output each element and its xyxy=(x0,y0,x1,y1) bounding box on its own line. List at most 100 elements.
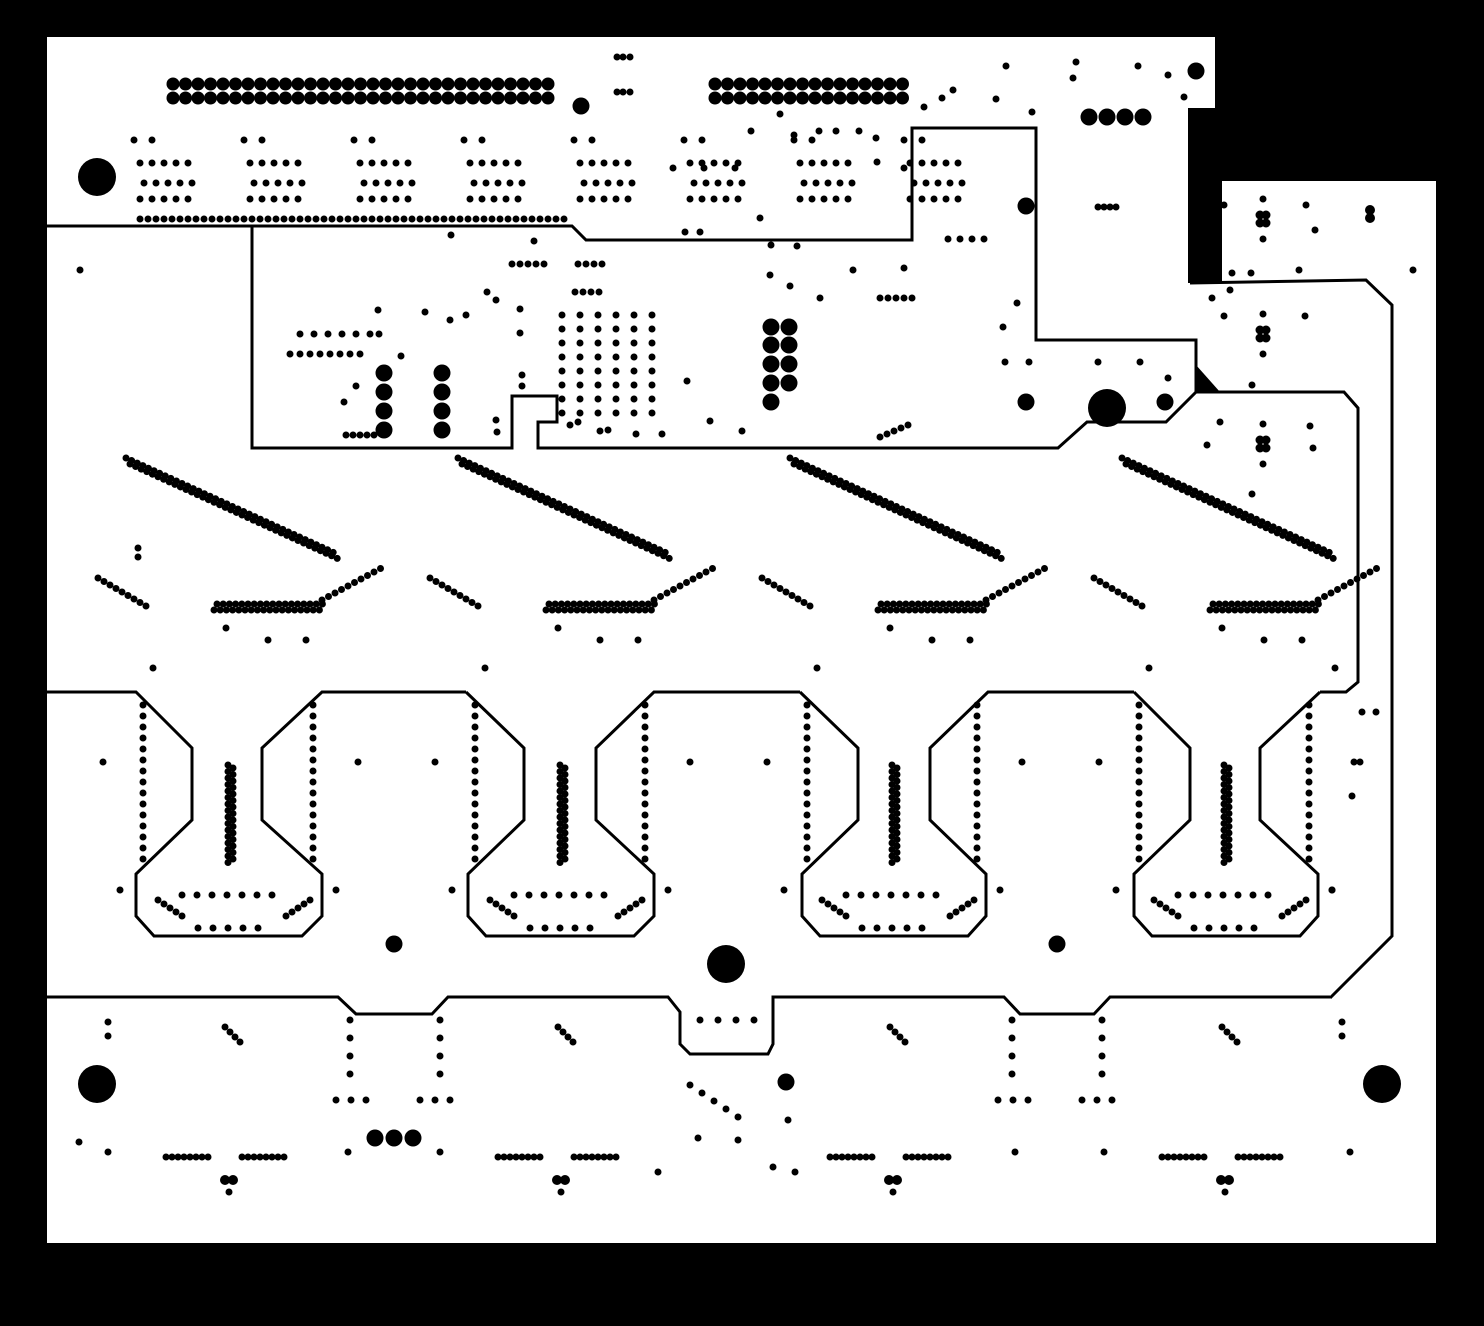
via xyxy=(1305,756,1313,764)
via xyxy=(919,519,927,527)
via xyxy=(596,427,604,435)
via xyxy=(992,95,1000,103)
via xyxy=(641,745,649,753)
via xyxy=(272,215,280,223)
via xyxy=(300,600,308,608)
via xyxy=(893,810,901,817)
via xyxy=(954,159,962,167)
via xyxy=(288,534,296,542)
via xyxy=(803,778,811,786)
via xyxy=(561,836,569,843)
via xyxy=(1150,896,1158,904)
via xyxy=(436,1148,444,1156)
via xyxy=(480,215,488,223)
via xyxy=(569,1038,577,1046)
via xyxy=(1295,266,1303,274)
pad xyxy=(1156,393,1174,411)
via xyxy=(588,136,596,144)
via xyxy=(770,581,778,589)
via xyxy=(193,491,201,499)
via xyxy=(139,800,147,808)
pad xyxy=(762,336,780,354)
via xyxy=(471,701,479,709)
via xyxy=(326,350,334,358)
via xyxy=(973,822,981,830)
via xyxy=(710,1097,718,1105)
via xyxy=(958,904,966,912)
via xyxy=(920,600,928,608)
via xyxy=(1128,463,1136,471)
via xyxy=(1296,900,1304,908)
header-pin xyxy=(441,91,455,105)
via xyxy=(930,606,938,614)
via xyxy=(1305,833,1313,841)
via xyxy=(464,463,472,471)
via xyxy=(456,215,464,223)
via xyxy=(284,606,292,614)
via xyxy=(270,195,278,203)
via xyxy=(263,600,271,608)
via xyxy=(939,600,947,608)
via xyxy=(648,353,656,361)
via xyxy=(818,896,826,904)
via xyxy=(249,516,257,524)
header-pin xyxy=(516,77,530,91)
via xyxy=(660,552,668,560)
via xyxy=(803,844,811,852)
via xyxy=(478,195,486,203)
via xyxy=(294,904,302,912)
via xyxy=(1135,723,1143,731)
via xyxy=(1347,579,1354,586)
pad xyxy=(385,935,403,953)
via xyxy=(471,800,479,808)
via xyxy=(908,514,916,522)
via xyxy=(780,886,788,894)
via xyxy=(246,159,254,167)
via xyxy=(1224,1175,1234,1185)
via xyxy=(694,1134,702,1142)
header-pin xyxy=(416,91,430,105)
header-pin xyxy=(241,77,255,91)
via xyxy=(1098,1034,1106,1042)
via xyxy=(478,159,486,167)
via xyxy=(1190,924,1198,932)
via xyxy=(557,1188,565,1196)
via xyxy=(604,526,612,534)
via xyxy=(1256,606,1264,614)
via xyxy=(1132,599,1140,606)
via xyxy=(1150,473,1158,481)
via xyxy=(880,606,888,614)
via xyxy=(784,1116,792,1124)
via xyxy=(104,1018,112,1026)
via xyxy=(536,496,544,504)
via xyxy=(1259,350,1267,358)
via xyxy=(1135,778,1143,786)
via xyxy=(1328,886,1336,894)
via xyxy=(510,912,518,920)
via xyxy=(581,516,589,524)
via xyxy=(914,600,922,608)
header-pin xyxy=(871,91,884,105)
via xyxy=(623,606,631,614)
via xyxy=(868,1153,876,1161)
via xyxy=(1327,589,1335,597)
via xyxy=(877,600,885,608)
via xyxy=(363,431,371,439)
via xyxy=(1246,1153,1254,1161)
via xyxy=(567,606,575,614)
via xyxy=(1164,71,1172,79)
via xyxy=(596,636,604,644)
via xyxy=(874,606,882,614)
via xyxy=(384,215,392,223)
via xyxy=(1293,606,1301,614)
via xyxy=(1234,600,1242,608)
via xyxy=(933,600,941,608)
header-pin xyxy=(883,77,897,91)
via xyxy=(530,1153,538,1161)
via xyxy=(139,844,147,852)
via xyxy=(229,810,237,817)
header-pin xyxy=(808,77,822,91)
via xyxy=(889,600,897,608)
via xyxy=(149,664,157,672)
via xyxy=(180,1153,188,1161)
